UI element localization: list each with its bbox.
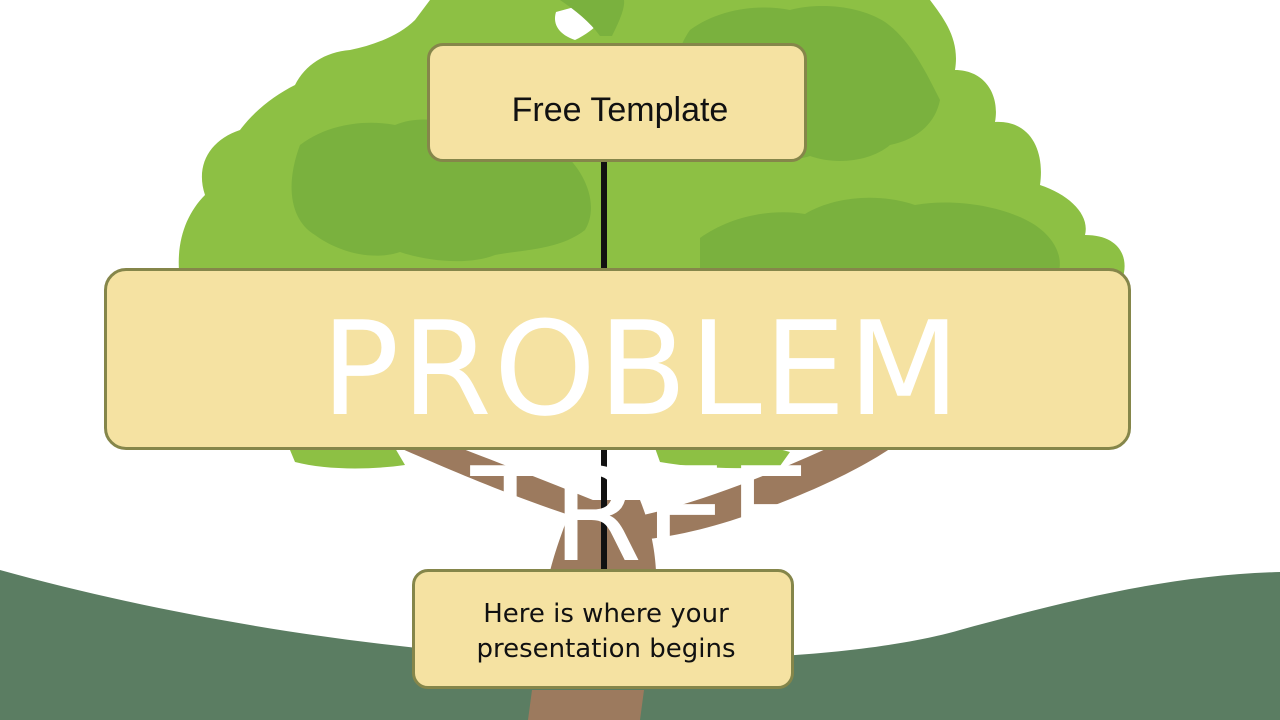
slide-title: PROBLEM TREE	[104, 296, 1179, 588]
subtitle-text: Here is where your presentation begins	[476, 599, 736, 664]
tree-trunk-base	[528, 690, 644, 720]
top-label-text: Free Template	[511, 91, 729, 129]
title-line-2: TREE	[470, 439, 813, 591]
subtitle-box[interactable]: Here is where your presentation begins	[412, 569, 794, 689]
top-label-box[interactable]: Free Template	[427, 43, 807, 162]
title-line-1: PROBLEM	[321, 293, 962, 445]
hill	[0, 570, 1280, 720]
title-box[interactable]	[104, 268, 1131, 450]
